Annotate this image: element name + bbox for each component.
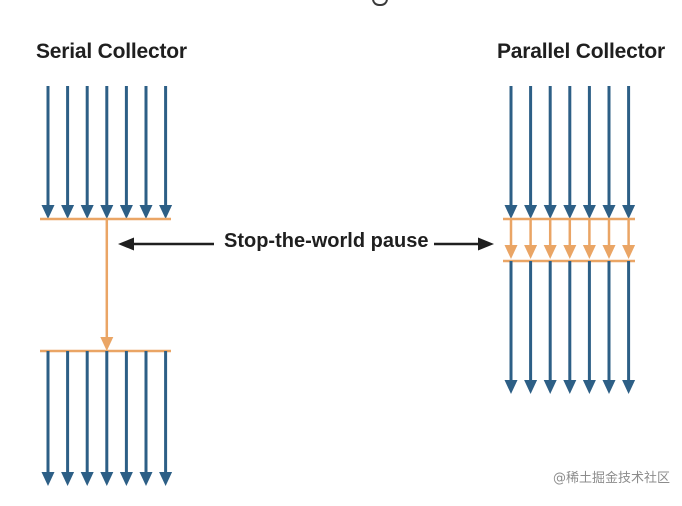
serial-app-thread-after-pause [41, 351, 55, 486]
parallel-gc-thread [504, 219, 518, 259]
parallel-app-thread-before-pause [582, 86, 596, 219]
stop-the-world-indicator [118, 237, 494, 251]
parallel-app-thread-before-pause [602, 86, 616, 219]
serial-app-thread-before-pause [100, 86, 114, 219]
parallel-gc-thread [543, 219, 557, 259]
parallel-gc-thread [622, 219, 636, 259]
pause-right-arrow [434, 237, 494, 251]
serial-app-thread-before-pause [139, 86, 153, 219]
parallel-app-thread-after-pause [582, 261, 596, 394]
parallel-gc-thread [524, 219, 538, 259]
serial-app-thread-after-pause [61, 351, 75, 486]
juejin-watermark: @稀土掘金技术社区 [552, 471, 670, 486]
parallel-app-thread-before-pause [622, 86, 636, 219]
serial-app-thread-after-pause [119, 351, 133, 486]
serial-app-thread-after-pause [139, 351, 153, 486]
parallel-app-thread-after-pause [563, 261, 577, 394]
parallel-app-thread-after-pause [524, 261, 538, 394]
serial-app-thread-before-pause [41, 86, 55, 219]
serial-app-thread-before-pause [80, 86, 94, 219]
serial-collector-diagram [40, 86, 173, 486]
serial-app-thread-after-pause [80, 351, 94, 486]
serial-app-thread-before-pause [119, 86, 133, 219]
pause-left-arrow [118, 237, 214, 251]
serial-app-thread-before-pause [61, 86, 75, 219]
parallel-gc-thread [582, 219, 596, 259]
parallel-app-thread-after-pause [622, 261, 636, 394]
parallel-app-thread-before-pause [524, 86, 538, 219]
serial-app-thread-after-pause [100, 351, 114, 486]
parallel-gc-thread [563, 219, 577, 259]
parallel-app-thread-after-pause [504, 261, 518, 394]
parallel-app-thread-after-pause [543, 261, 557, 394]
parallel-app-thread-after-pause [602, 261, 616, 394]
serial-gc-thread [100, 219, 114, 351]
serial-app-thread-before-pause [159, 86, 173, 219]
parallel-gc-thread [602, 219, 616, 259]
parallel-collector-diagram [503, 86, 636, 394]
serial-collector-title: Serial Collector [36, 40, 187, 63]
stop-the-world-label: Stop-the-world pause [224, 230, 429, 252]
parallel-app-thread-before-pause [543, 86, 557, 219]
parallel-collector-title: Parallel Collector [497, 40, 665, 63]
parallel-app-thread-before-pause [563, 86, 577, 219]
serial-app-thread-after-pause [159, 351, 173, 486]
parallel-app-thread-before-pause [504, 86, 518, 219]
